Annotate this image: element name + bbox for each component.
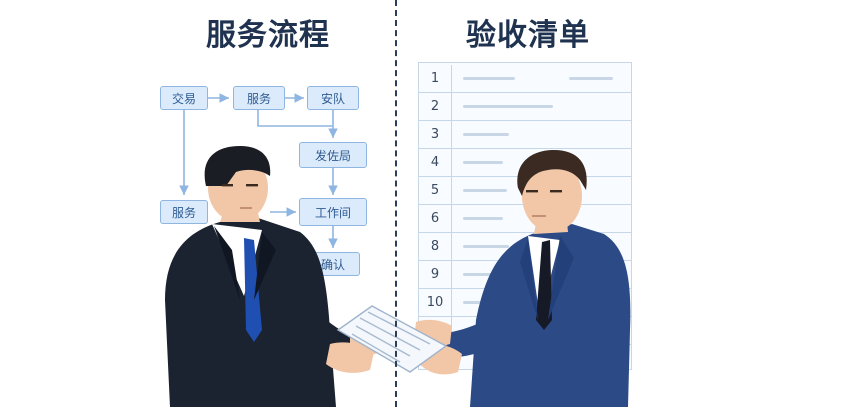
checklist-text-placeholder	[569, 77, 613, 80]
checklist-text-placeholder	[463, 133, 509, 136]
checklist-text-placeholder	[463, 273, 503, 276]
checklist-row-number: 5	[419, 177, 452, 204]
acceptance-checklist-title: 验收清单	[466, 18, 590, 53]
service-process-title: 服务流程	[206, 18, 330, 53]
checklist-row-number: 3	[419, 121, 452, 148]
flow-node-service-left: 服务	[160, 200, 208, 224]
checklist-text-placeholder	[463, 189, 507, 192]
checklist-row-number: 9	[419, 261, 452, 288]
checklist-row-number: 1	[419, 65, 452, 92]
right-businessman	[414, 150, 631, 407]
checklist-row-number: 6	[419, 205, 452, 232]
checklist-row-number: 2	[419, 93, 452, 120]
checklist-row: 2	[419, 93, 631, 121]
flow-node-workshop: 工作间	[299, 198, 367, 226]
center-divider	[395, 0, 397, 407]
checklist-row-number: 10	[419, 289, 452, 316]
flow-node-install: 安队	[307, 86, 359, 110]
checklist-text-placeholder	[463, 161, 503, 164]
checklist-text-placeholder	[463, 217, 503, 220]
left-businessman	[165, 146, 386, 407]
flow-node-trade: 交易	[160, 86, 208, 110]
checklist-row-number: 4	[419, 149, 452, 176]
flow-node-service: 服务	[233, 86, 285, 110]
checklist-row: 1	[419, 65, 631, 93]
checklist-text-placeholder	[463, 245, 509, 248]
checklist-text-placeholder	[463, 105, 553, 108]
checklist-row-number: 8	[419, 233, 452, 260]
document-icon	[336, 305, 448, 373]
flow-node-dispatch: 发佐局	[299, 142, 367, 168]
checklist-text-placeholder	[463, 77, 515, 80]
checklist-row: 3	[419, 121, 631, 149]
checklist-row: 6	[419, 205, 631, 233]
